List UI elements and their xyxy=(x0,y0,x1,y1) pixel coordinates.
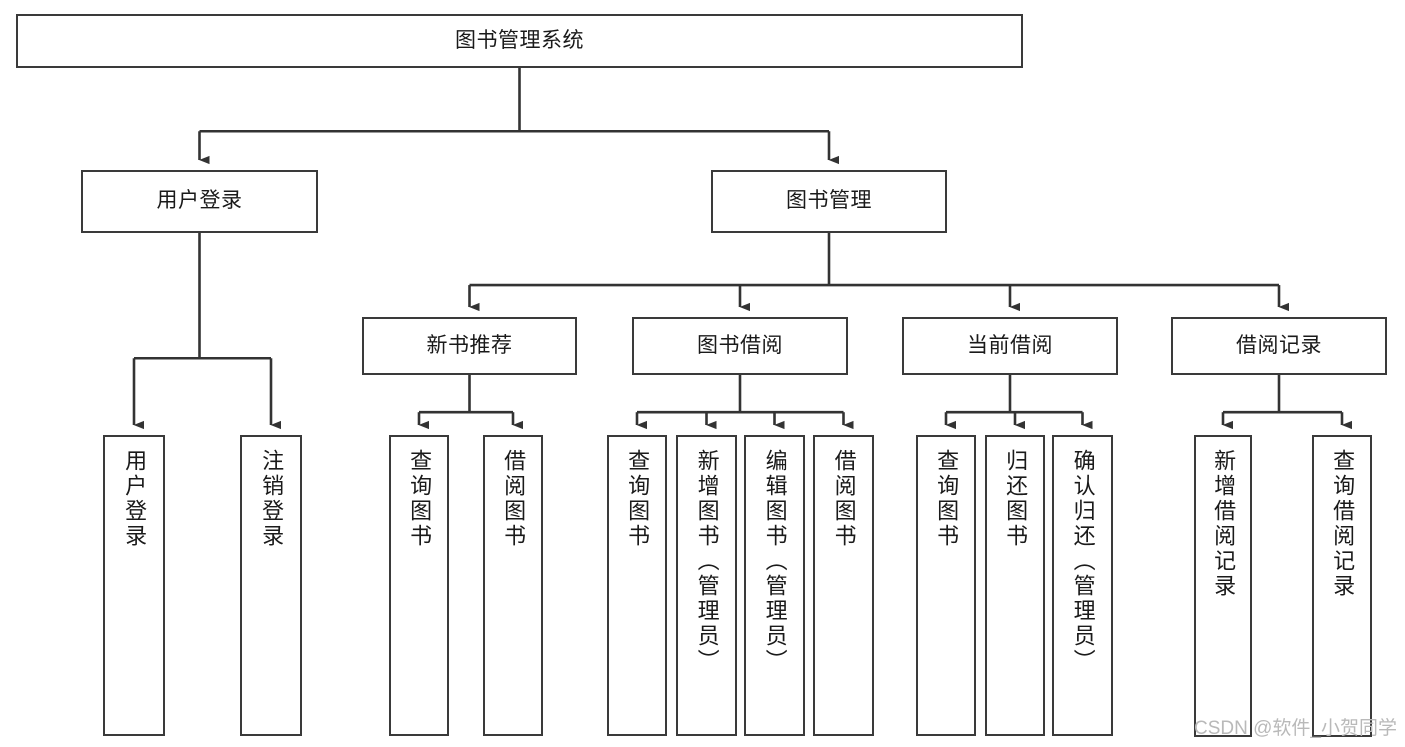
node-leaf-borrow-4[interactable]: 借阅图书 xyxy=(813,435,874,736)
node-label: 图书管理 xyxy=(786,189,872,213)
node-login[interactable]: 用户登录 xyxy=(81,170,318,233)
node-label: 归还图书 xyxy=(1003,449,1029,549)
node-leaf-borrow-2[interactable]: 新增图书（管理员） xyxy=(676,435,737,736)
node-label: 借阅图书 xyxy=(501,449,527,549)
watermark: CSDN @软件_小贺同学 xyxy=(1194,718,1397,739)
node-label: 当前借阅 xyxy=(967,333,1053,357)
node-leaf-cur-2[interactable]: 归还图书 xyxy=(985,435,1045,736)
node-label: 编辑图书（管理员） xyxy=(762,449,788,674)
node-label: 图书借阅 xyxy=(697,333,783,357)
node-leaf-borrow-1[interactable]: 查询图书 xyxy=(607,435,667,736)
node-label: 查询图书 xyxy=(407,449,433,549)
node-label: 用户登录 xyxy=(122,449,148,549)
node-leaf-borrow-3[interactable]: 编辑图书（管理员） xyxy=(744,435,805,736)
node-bookmgmt[interactable]: 图书管理 xyxy=(711,170,947,233)
node-leaf-rec-2[interactable]: 查询借阅记录 xyxy=(1312,435,1372,737)
node-newbook[interactable]: 新书推荐 xyxy=(362,317,577,375)
node-record[interactable]: 借阅记录 xyxy=(1171,317,1387,375)
node-label: 借阅图书 xyxy=(831,449,857,549)
node-label: 查询图书 xyxy=(625,449,651,549)
node-root[interactable]: 图书管理系统 xyxy=(16,14,1023,68)
node-label: 用户登录 xyxy=(156,189,243,213)
node-leaf-login-2[interactable]: 注销登录 xyxy=(240,435,302,736)
node-leaf-login-1[interactable]: 用户登录 xyxy=(103,435,165,736)
node-label: 图书管理系统 xyxy=(455,28,584,52)
node-borrow[interactable]: 图书借阅 xyxy=(632,317,848,375)
node-label: 确认归还（管理员） xyxy=(1070,449,1096,674)
node-leaf-new-2[interactable]: 借阅图书 xyxy=(483,435,543,736)
node-label: 注销登录 xyxy=(259,449,285,549)
node-current[interactable]: 当前借阅 xyxy=(902,317,1118,375)
node-leaf-new-1[interactable]: 查询图书 xyxy=(389,435,449,736)
node-label: 借阅记录 xyxy=(1236,333,1322,357)
node-label: 查询图书 xyxy=(934,449,960,549)
node-label: 新书推荐 xyxy=(426,333,513,357)
node-leaf-cur-3[interactable]: 确认归还（管理员） xyxy=(1052,435,1113,736)
node-leaf-rec-1[interactable]: 新增借阅记录 xyxy=(1194,435,1252,737)
node-leaf-cur-1[interactable]: 查询图书 xyxy=(916,435,976,736)
node-label: 新增借阅记录 xyxy=(1211,449,1237,599)
node-label: 查询借阅记录 xyxy=(1330,449,1356,599)
node-label: 新增图书（管理员） xyxy=(694,449,720,674)
